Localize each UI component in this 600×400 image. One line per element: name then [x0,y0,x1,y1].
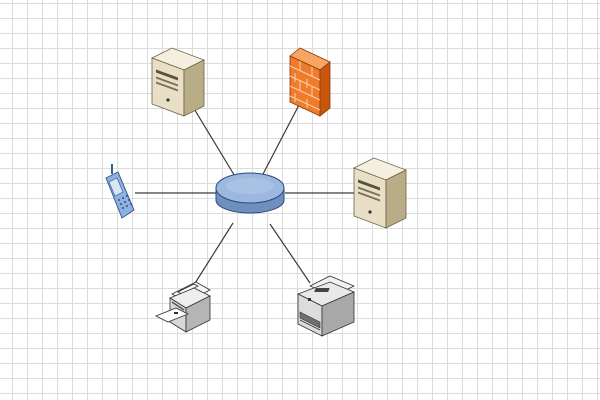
server-icon[interactable] [151,47,205,117]
link-printer[interactable] [269,223,311,284]
printer-icon[interactable] [297,275,356,337]
link-firewall[interactable] [261,102,301,177]
mobile-phone-icon[interactable] [105,164,135,219]
firewall-icon[interactable] [289,47,331,117]
link-server-top[interactable] [192,106,237,179]
connection-links [135,102,355,289]
server-icon[interactable] [353,157,407,229]
fax-icon[interactable] [155,281,211,333]
network-hub-icon[interactable] [215,172,285,214]
link-fax-machine[interactable] [191,222,234,289]
